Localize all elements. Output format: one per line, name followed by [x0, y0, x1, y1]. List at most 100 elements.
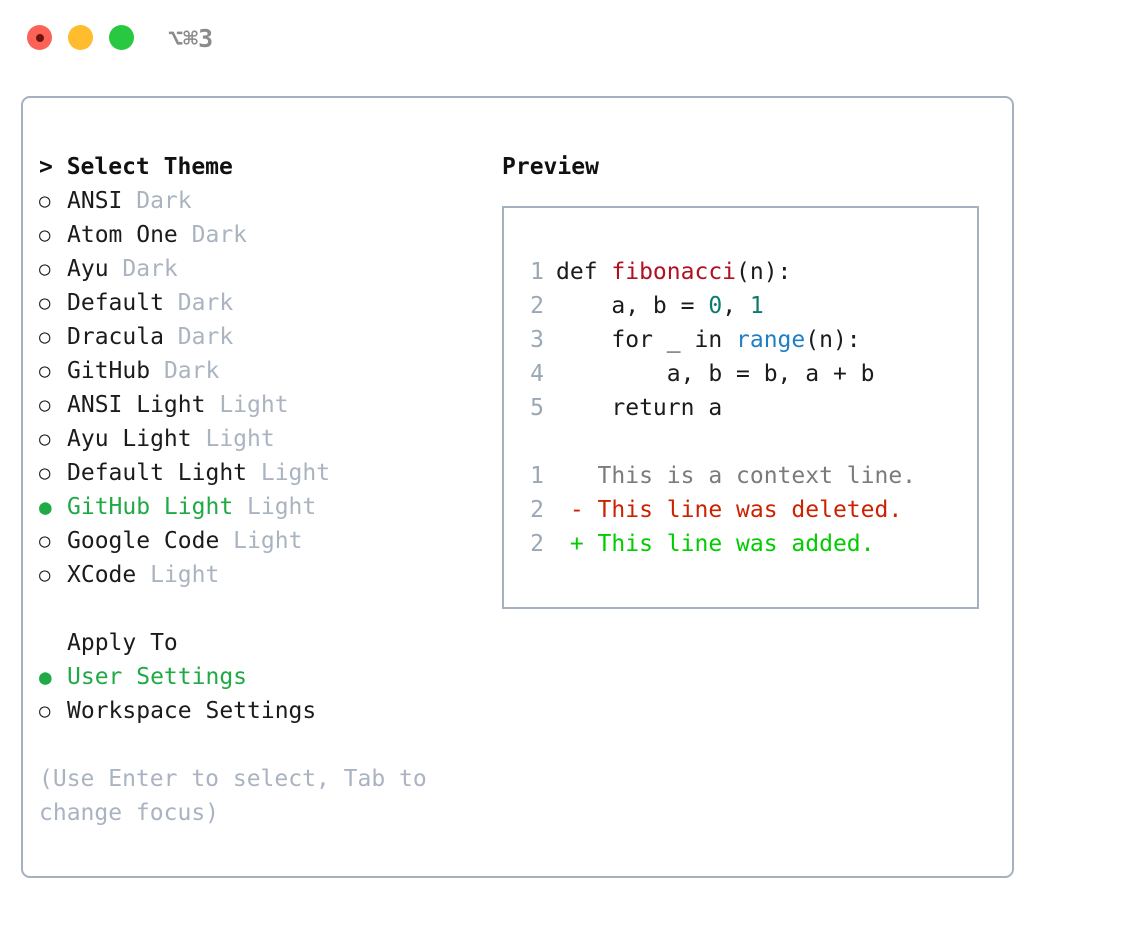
theme-item-label: Default Light — [67, 460, 248, 486]
theme-variant-tag: Light — [233, 494, 317, 520]
theme-item-label: GitHub Light — [67, 494, 234, 520]
code-line: 5 return a — [518, 391, 916, 425]
theme-variant-tag: Dark — [122, 188, 192, 214]
code-line-text: return a — [556, 391, 722, 425]
apply-to-list: ● User Settings ○Workspace Settings — [39, 660, 489, 728]
code-token-num: 0 — [708, 293, 723, 319]
line-number: 5 — [530, 395, 544, 421]
code-token-plain: , — [722, 293, 750, 319]
minimize-button[interactable] — [68, 25, 93, 50]
code-token-plain: for _ in — [556, 327, 737, 353]
close-button[interactable] — [27, 25, 52, 50]
theme-variant-tag: Light — [205, 392, 289, 418]
theme-list-header: > Select Theme — [39, 154, 233, 180]
main-panel: > Select Theme ○ANSI Dark○Atom One Dark○… — [21, 96, 1014, 878]
radio-unselected-icon: ○ — [39, 326, 51, 348]
theme-item-xcode[interactable]: ○XCode Light — [39, 558, 489, 592]
theme-variant-tag: Dark — [150, 358, 220, 384]
diff-line-add: 2 + This line was added. — [518, 527, 916, 561]
theme-variant-tag: Dark — [163, 324, 234, 350]
code-token-plain: def — [556, 259, 612, 285]
theme-item-label: XCode — [67, 562, 137, 588]
apply-to-item-user-settings[interactable]: ● User Settings — [39, 660, 489, 694]
theme-item-dracula[interactable]: ○ Dracula Dark — [39, 320, 489, 354]
theme-variant-tag: Dark — [163, 290, 234, 316]
radio-unselected-icon: ○ — [39, 394, 51, 416]
diff-line-text: + This line was added. — [556, 531, 875, 557]
theme-item-label: Atom One — [67, 222, 178, 248]
code-line-text: a, b = 0, 1 — [556, 289, 764, 323]
radio-unselected-icon: ○ — [39, 224, 51, 246]
theme-item-label: Ayu Light — [67, 426, 192, 452]
code-line: 4 a, b = b, a + b — [518, 357, 916, 391]
theme-variant-tag: Light — [219, 528, 303, 554]
line-number: 2 — [530, 293, 544, 319]
code-line: 3 for _ in range(n): — [518, 323, 916, 357]
code-blank-line — [518, 425, 916, 459]
diff-lines: 1 This is a context line.2 - This line w… — [518, 459, 916, 561]
help-text: (Use Enter to select, Tab to change focu… — [39, 766, 441, 826]
theme-item-label: Dracula — [67, 324, 164, 350]
theme-variant-tag: Dark — [177, 222, 248, 248]
code-line: 1 def fibonacci(n): — [518, 255, 916, 289]
line-number: 2 — [530, 531, 544, 557]
radio-unselected-icon: ○ — [39, 292, 51, 314]
theme-item-atom-one[interactable]: ○ Atom One Dark — [39, 218, 489, 252]
theme-variant-tag: Light — [136, 562, 220, 588]
radio-unselected-icon: ○ — [39, 190, 51, 212]
radio-unselected-icon: ○ — [39, 258, 51, 280]
code-line-text: a, b = b, a + b — [556, 357, 875, 391]
radio-unselected-icon: ○ — [39, 428, 51, 450]
line-number: 4 — [530, 361, 544, 387]
title-bar: ⌥⌘3 — [0, 0, 1140, 76]
theme-item-ansi[interactable]: ○ANSI Dark — [39, 184, 489, 218]
code-token-bi: range — [736, 327, 806, 353]
theme-item-default-light[interactable]: ○ Default Light Light — [39, 456, 489, 490]
line-number: 3 — [530, 327, 544, 353]
theme-variant-tag: Dark — [108, 256, 178, 282]
code-token-plain: (n): — [736, 259, 792, 285]
code-token-plain: (n): — [805, 327, 861, 353]
theme-item-github-light[interactable]: ● GitHub Light Light — [39, 490, 489, 524]
radio-unselected-icon: ○ — [39, 700, 51, 722]
code-line-text: for _ in range(n): — [556, 323, 861, 357]
diff-line-text: This is a context line. — [556, 463, 917, 489]
theme-item-ayu[interactable]: ○ Ayu Dark — [39, 252, 489, 286]
code-token-plain: a, b = — [556, 293, 709, 319]
theme-item-label: Google Code — [67, 528, 220, 554]
code-line-text: def fibonacci(n): — [556, 255, 791, 289]
code-token-num: 1 — [749, 293, 764, 319]
code-token-plain: a, b = b, a + b — [556, 361, 875, 387]
theme-item-default[interactable]: ○Default Dark — [39, 286, 489, 320]
theme-item-google-code[interactable]: ○ Google Code Light — [39, 524, 489, 558]
line-number: 2 — [530, 497, 544, 523]
theme-item-github[interactable]: ○GitHub Dark — [39, 354, 489, 388]
radio-unselected-icon: ○ — [39, 462, 51, 484]
spacer — [39, 592, 489, 626]
maximize-button[interactable] — [109, 25, 134, 50]
keyboard-shortcut-label: ⌥⌘3 — [168, 24, 214, 53]
theme-selector-column: > Select Theme ○ANSI Dark○Atom One Dark○… — [39, 150, 489, 830]
theme-item-ansi-light[interactable]: ○ ANSI Light Light — [39, 388, 489, 422]
line-number: 1 — [530, 259, 544, 285]
diff-line-text: - This line was deleted. — [556, 497, 903, 523]
code-token-plain: return a — [556, 395, 723, 421]
window-controls — [27, 25, 134, 50]
theme-item-ayu-light[interactable]: ○ Ayu Light Light — [39, 422, 489, 456]
code-line: 2 a, b = 0, 1 — [518, 289, 916, 323]
apply-to-item-label: User Settings — [67, 664, 248, 690]
code-token-fn: fibonacci — [611, 259, 737, 285]
radio-unselected-icon: ○ — [39, 360, 51, 382]
theme-item-label: Ayu — [67, 256, 109, 282]
preview-header: Preview — [502, 154, 599, 180]
theme-variant-tag: Light — [247, 460, 331, 486]
radio-unselected-icon: ○ — [39, 530, 51, 552]
theme-variant-tag: Light — [191, 426, 275, 452]
theme-item-label: ANSI Light — [67, 392, 206, 418]
radio-selected-icon: ● — [39, 495, 52, 519]
apply-to-item-workspace-settings[interactable]: ○Workspace Settings — [39, 694, 489, 728]
radio-selected-icon: ● — [39, 665, 52, 689]
